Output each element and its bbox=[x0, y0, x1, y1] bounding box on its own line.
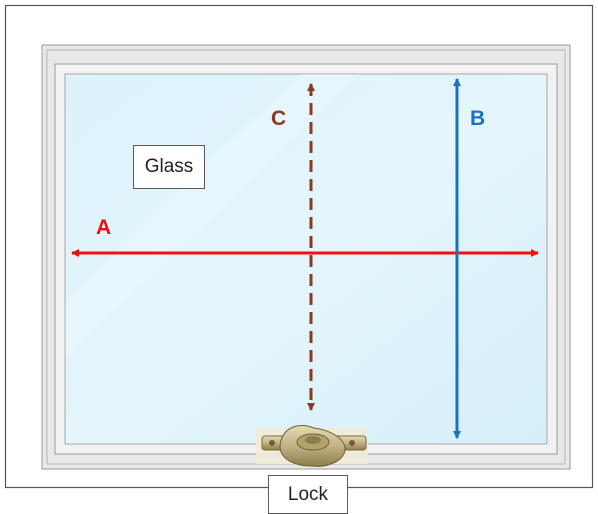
lock-label: Lock bbox=[268, 475, 348, 514]
dimension-b-label: B bbox=[470, 107, 486, 130]
dimension-c-label: C bbox=[271, 107, 287, 130]
glass-pane bbox=[64, 73, 548, 445]
glass-label: Glass bbox=[133, 145, 205, 189]
glass-reflection bbox=[65, 74, 360, 360]
sash-lock-icon bbox=[256, 424, 368, 467]
dimension-a-label: A bbox=[96, 216, 112, 239]
